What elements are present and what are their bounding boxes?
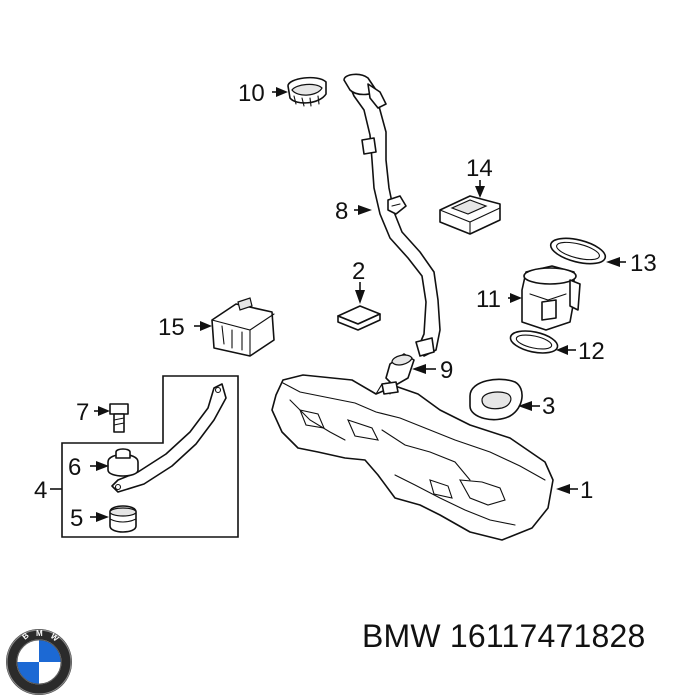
filler-neck-part bbox=[343, 73, 441, 357]
connector-part bbox=[381, 353, 415, 395]
callout-7: 7 bbox=[76, 399, 89, 426]
callout-6: 6 bbox=[68, 454, 81, 481]
callout-12: 12 bbox=[578, 338, 605, 365]
callout-9: 9 bbox=[440, 357, 453, 384]
callout-11: 11 bbox=[476, 286, 501, 313]
callout-10: 10 bbox=[238, 80, 265, 107]
bolt-part bbox=[109, 403, 129, 433]
callout-1: 1 bbox=[580, 477, 593, 504]
fuel-tank-part bbox=[271, 374, 554, 541]
pad-part bbox=[337, 305, 381, 331]
control-module-part bbox=[439, 195, 501, 235]
nut-part bbox=[107, 448, 139, 477]
cap-part bbox=[287, 76, 327, 107]
bmw-logo-icon: B M W bbox=[6, 629, 72, 695]
callout-2: 2 bbox=[352, 258, 365, 285]
callout-13: 13 bbox=[630, 250, 657, 277]
callout-14: 14 bbox=[466, 155, 493, 182]
sensor-module-part bbox=[211, 297, 275, 357]
leader-lines bbox=[50, 87, 626, 522]
o-ring-part bbox=[509, 330, 559, 354]
gasket-part bbox=[469, 378, 523, 421]
callout-15: 15 bbox=[158, 314, 185, 341]
ring-seal-part bbox=[549, 237, 607, 265]
part-caption: BMW 16117471828 bbox=[362, 618, 646, 655]
bracket-kit-box bbox=[61, 375, 239, 538]
brand-name: BMW bbox=[362, 618, 441, 654]
callout-8: 8 bbox=[335, 198, 348, 225]
callout-5: 5 bbox=[70, 505, 83, 532]
callout-4: 4 bbox=[34, 477, 47, 504]
svg-text:B: B bbox=[21, 631, 31, 642]
callout-3: 3 bbox=[542, 393, 555, 420]
svg-text:W: W bbox=[49, 632, 61, 644]
fuel-pump-part bbox=[521, 265, 581, 331]
svg-text:M: M bbox=[36, 629, 43, 638]
part-number: 16117471828 bbox=[449, 618, 646, 654]
grommet-part bbox=[109, 505, 137, 533]
